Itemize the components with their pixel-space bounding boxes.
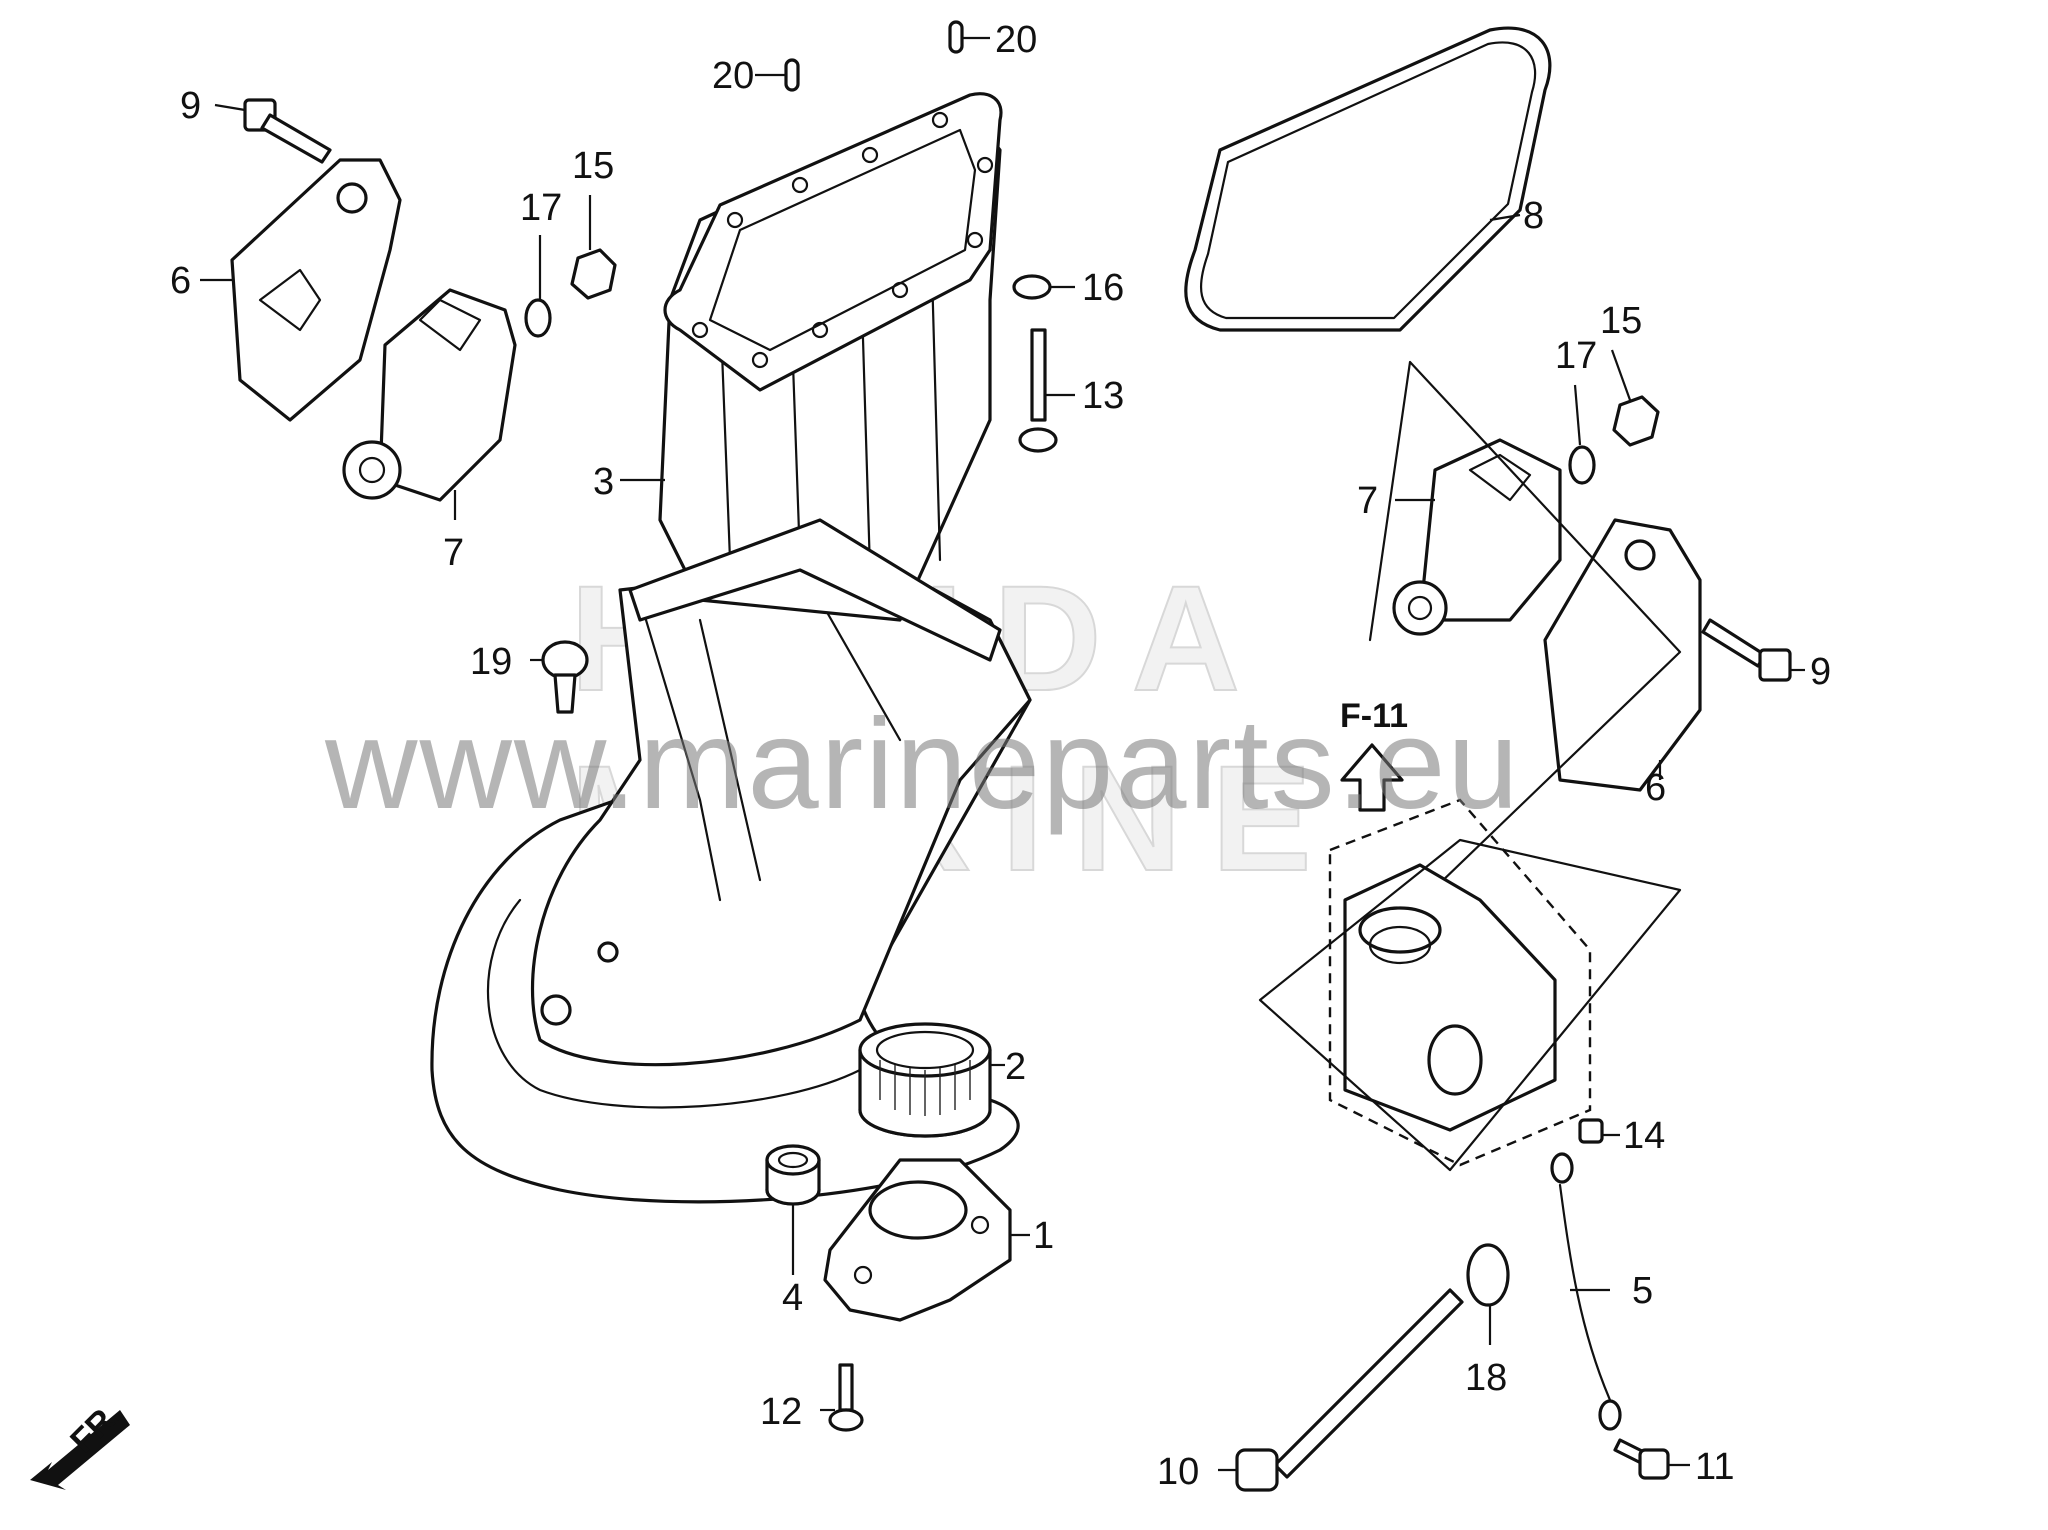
watermark-site-url: www.marineparts.eu xyxy=(324,693,1521,836)
callout-7-left: 7 xyxy=(443,532,464,574)
callout-11: 11 xyxy=(1695,1446,1734,1488)
callout-19: 19 xyxy=(470,641,512,683)
callout-18: 18 xyxy=(1465,1357,1507,1399)
callout-4: 4 xyxy=(782,1277,803,1319)
callout-17-left: 17 xyxy=(520,187,562,229)
part-small-hardware xyxy=(541,20,1670,1492)
callout-5: 5 xyxy=(1632,1270,1653,1312)
callout-16: 16 xyxy=(1082,267,1124,309)
part-bearing-holder xyxy=(823,1158,1012,1322)
callout-2: 2 xyxy=(1005,1046,1026,1088)
callout-20-left: 20 xyxy=(712,55,754,97)
callout-6-left: 6 xyxy=(170,260,191,302)
callout-7-right: 7 xyxy=(1357,480,1378,522)
part-needle-bearing xyxy=(858,1022,992,1138)
frame-reference: F-11 xyxy=(1340,697,1408,812)
callout-8: 8 xyxy=(1523,195,1544,237)
callout-15-right: 15 xyxy=(1600,300,1642,342)
part-oil-seal xyxy=(765,1144,821,1206)
callout-15-left: 15 xyxy=(572,145,614,187)
callout-17-right: 17 xyxy=(1555,335,1597,377)
part-upper-mount-left xyxy=(230,98,617,502)
callout-13: 13 xyxy=(1082,375,1124,417)
callout-14: 14 xyxy=(1623,1115,1665,1157)
callout-20-right: 20 xyxy=(995,19,1037,61)
callout-10: 10 xyxy=(1157,1451,1199,1493)
callout-9-left: 9 xyxy=(180,85,201,127)
callout-12: 12 xyxy=(760,1391,802,1433)
frame-reference-label: F-11 xyxy=(1340,697,1408,735)
callout-1: 1 xyxy=(1033,1215,1054,1257)
front-arrow-icon xyxy=(30,1410,130,1490)
front-indicator: FR. xyxy=(30,1395,130,1490)
callout-6-right: 6 xyxy=(1645,767,1666,809)
callout-9-right: 9 xyxy=(1810,651,1831,693)
part-seal-ring xyxy=(1184,26,1552,332)
part-upper-mount-right xyxy=(1368,360,1792,914)
leader-lines xyxy=(200,36,1805,1472)
callout-3: 3 xyxy=(593,461,614,503)
callouts: 9 6 7 17 15 20 20 3 19 8 16 13 15 17 7 9… xyxy=(170,19,1831,1493)
part-lower-mount-housing xyxy=(1258,798,1682,1172)
